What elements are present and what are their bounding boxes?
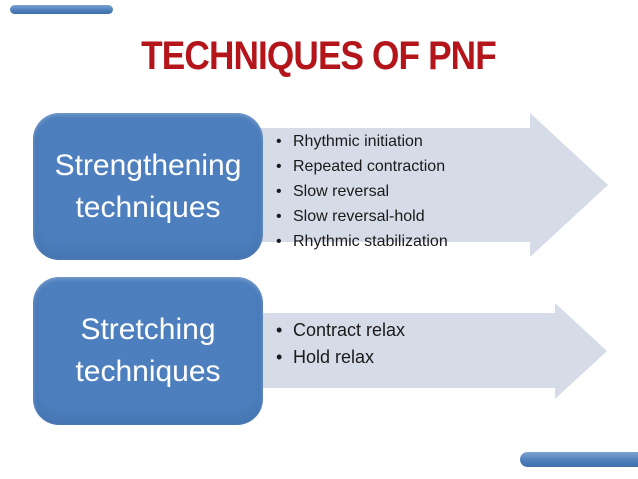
- bullet-dot-icon: •: [276, 208, 282, 225]
- list-item-label: Rhythmic stabilization: [293, 233, 448, 250]
- list-item-label: Rhythmic initiation: [293, 133, 423, 150]
- page-title-text: TECHNIQUES OF PNF: [141, 34, 498, 78]
- list-item: • Contract relax: [276, 317, 405, 344]
- category-box-label: Strengthening techniques: [54, 148, 242, 224]
- category-box-stretching: Stretching techniques: [33, 277, 263, 425]
- page-title: TECHNIQUES OF PNF: [0, 34, 638, 78]
- list-item: • Hold relax: [276, 344, 405, 371]
- category-box-label: Stretching techniques: [75, 313, 221, 388]
- list-item-label: Repeated contraction: [293, 158, 446, 175]
- bullet-dot-icon: •: [276, 158, 282, 175]
- bullet-dot-icon: •: [276, 320, 283, 340]
- top-left-accent-bar: [10, 5, 113, 14]
- bullet-dot-icon: •: [276, 233, 282, 250]
- bullet-dot-icon: •: [276, 133, 282, 150]
- list-item: • Rhythmic initiation: [276, 129, 448, 154]
- bullet-dot-icon: •: [276, 347, 283, 367]
- list-item-label: Slow reversal: [293, 183, 390, 200]
- bottom-right-accent-bar: [520, 452, 638, 467]
- stretching-techniques-list: • Contract relax • Hold relax: [276, 317, 405, 371]
- process-arrow-head-icon: [555, 303, 607, 399]
- list-item: • Slow reversal-hold: [276, 204, 448, 229]
- list-item: • Rhythmic stabilization: [276, 229, 448, 254]
- strengthening-techniques-list: • Rhythmic initiation • Repeated contrac…: [276, 129, 448, 254]
- list-item: • Slow reversal: [276, 179, 448, 204]
- list-item-label: Hold relax: [293, 347, 375, 367]
- bullet-dot-icon: •: [276, 183, 282, 200]
- process-arrow-head-icon: [530, 113, 608, 257]
- list-item: • Repeated contraction: [276, 154, 448, 179]
- category-box-strengthening: Strengthening techniques: [33, 113, 263, 260]
- list-item-label: Contract relax: [293, 320, 406, 340]
- list-item-label: Slow reversal-hold: [293, 208, 425, 225]
